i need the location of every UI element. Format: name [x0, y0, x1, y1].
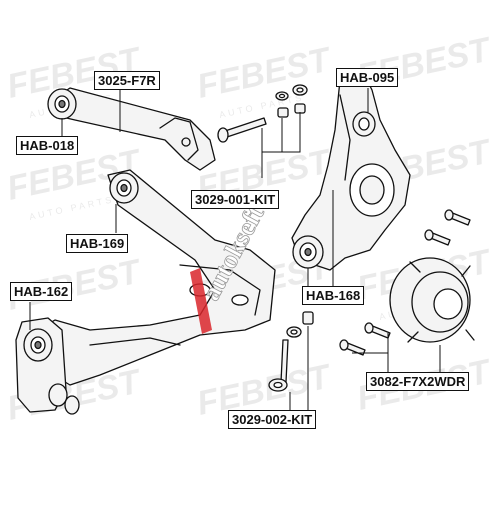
callout-3082-f7x2wdr: 3082-F7X2WDR: [366, 372, 470, 391]
leader-3029-001-kit-b: [282, 112, 301, 153]
hub-bearing-3082: [389, 257, 475, 343]
bolt-kit-3029-002: [268, 311, 314, 392]
callout-3029-002-kit: 3029-002-KIT: [228, 410, 317, 429]
bushing-hab-095: [352, 111, 376, 137]
bushing-hab-169: [109, 172, 139, 204]
bushing-hab-162: [15, 317, 80, 415]
bushing-hab-018: [47, 88, 77, 120]
bolt-kit-3029-001: [217, 84, 308, 143]
steering-knuckle: [291, 69, 411, 271]
callout-hab-169: HAB-169: [66, 234, 129, 253]
leader-lines: [29, 88, 441, 410]
callout-3029-001-kit: 3029-001-KIT: [191, 190, 280, 209]
upper-control-arm: [57, 87, 216, 171]
callout-hab-168: HAB-168: [302, 286, 365, 305]
bushing-hab-168: [292, 235, 324, 269]
callout-hab-095: HAB-095: [336, 68, 399, 87]
callout-hab-162: HAB-162: [10, 282, 73, 301]
callout-3025-f7r: 3025-F7R: [94, 71, 160, 90]
callout-hab-018: HAB-018: [16, 136, 79, 155]
overlay-red-mark: [190, 268, 212, 334]
leader-3029-001-kit-a: [261, 118, 283, 178]
watermark-brand-2: FEBEST: [194, 40, 336, 106]
